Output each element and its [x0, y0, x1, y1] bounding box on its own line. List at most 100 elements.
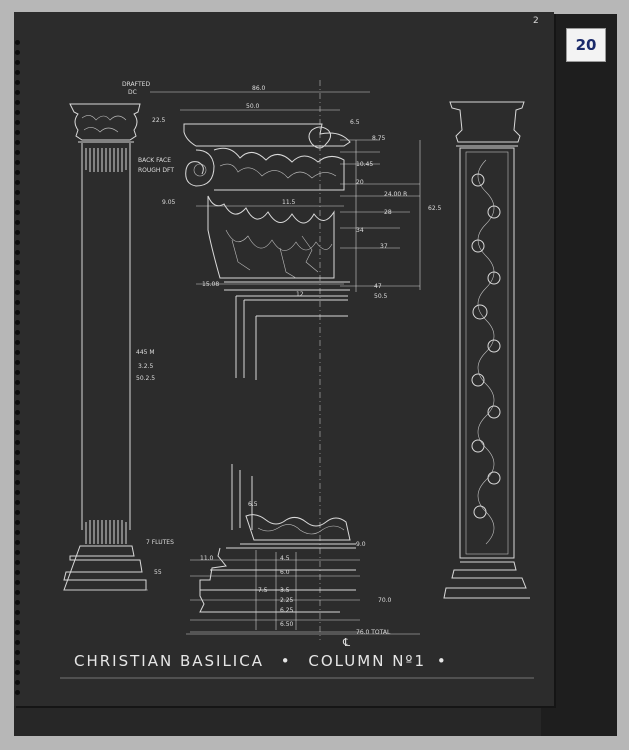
- left-capital: [69, 103, 141, 141]
- binder-hole: [15, 350, 20, 355]
- dim-overall-width: 86.0: [252, 85, 266, 92]
- right-capital: [449, 101, 525, 143]
- binder-hole: [15, 180, 20, 185]
- binder-hole: [15, 480, 20, 485]
- binder-hole: [15, 570, 20, 575]
- note-height-sub1: 3.2.5: [138, 363, 153, 370]
- binder-hole: [15, 400, 20, 405]
- left-capital-leaves: [81, 115, 127, 133]
- dim-k: 12: [296, 291, 304, 298]
- binder-hole: [15, 290, 20, 295]
- binder-hole: [15, 640, 20, 645]
- base-dim-i: 6.25: [280, 607, 294, 614]
- base-dim-f: 7.5: [258, 587, 268, 594]
- dim-volute: 6.5: [350, 119, 360, 126]
- binder-hole: [15, 150, 20, 155]
- binder-holes: [14, 40, 22, 700]
- binder-hole: [15, 200, 20, 205]
- binder-hole: [15, 560, 20, 565]
- binder-hole: [15, 390, 20, 395]
- base-dim-b: 11.0: [200, 555, 214, 562]
- capital-acanthus-upper: [213, 147, 345, 191]
- binder-hole: [15, 550, 20, 555]
- centerline-symbol: ℄: [342, 636, 350, 649]
- capital-section: [235, 295, 348, 380]
- right-column-elevation: [443, 101, 530, 599]
- dim-a: 8.75: [372, 135, 386, 142]
- binder-hole: [15, 530, 20, 535]
- binder-hole: [15, 70, 20, 75]
- base-dim-c: 4.5: [280, 555, 290, 562]
- binder-hole: [15, 430, 20, 435]
- binder-hole: [15, 260, 20, 265]
- binder-hole: [15, 370, 20, 375]
- binder-hole: [15, 500, 20, 505]
- left-base: [63, 545, 147, 591]
- binder-hole: [15, 360, 20, 365]
- binder-hole: [15, 470, 20, 475]
- binder-hole: [15, 680, 20, 685]
- dim-f: 34: [356, 227, 364, 234]
- binder-hole: [15, 60, 20, 65]
- binder-hole: [15, 590, 20, 595]
- dim-abacus: 22.5: [152, 117, 166, 124]
- binder-hole: [15, 510, 20, 515]
- binder-hole: [15, 190, 20, 195]
- dim-m: 50.5: [374, 293, 388, 300]
- dim-d: 24.00 R: [384, 191, 407, 198]
- base-dim-g: 3.5: [280, 587, 290, 594]
- capital-abacus: [183, 123, 351, 147]
- dim-b: 10.45: [356, 161, 373, 168]
- binder-hole: [15, 90, 20, 95]
- binder-hole: [15, 210, 20, 215]
- binder-hole: [15, 440, 20, 445]
- binder-hole: [15, 40, 20, 45]
- base-torus-upper: [245, 514, 351, 541]
- base-dim-j: 6.50: [280, 621, 294, 628]
- title-end-mark: •: [436, 652, 448, 670]
- binder-hole: [15, 50, 20, 55]
- binder-hole: [15, 280, 20, 285]
- binder-hole: [15, 520, 20, 525]
- binder-hole: [15, 600, 20, 605]
- left-column-elevation: [63, 103, 148, 591]
- center-base-detail: [186, 464, 420, 635]
- binder-hole: [15, 230, 20, 235]
- note-height-main: 445 M: [136, 349, 155, 356]
- sheet-number: 2: [533, 16, 539, 26]
- binder-hole: [15, 450, 20, 455]
- base-dim-k: 70.0: [378, 597, 392, 604]
- binder-hole: [15, 320, 20, 325]
- binder-hole: [15, 630, 20, 635]
- binder-hole: [15, 250, 20, 255]
- dim-i: 11.5: [282, 199, 296, 206]
- note-height-sub2: 50.2.5: [136, 375, 155, 382]
- note-drafted-sub: DC: [128, 89, 137, 96]
- binder-hole: [15, 490, 20, 495]
- capital-volute: [185, 149, 215, 187]
- binder-hole: [15, 580, 20, 585]
- binder-hole: [15, 620, 20, 625]
- binder-hole: [15, 80, 20, 85]
- title-separator: •: [280, 652, 292, 670]
- binder-hole: [15, 130, 20, 135]
- binder-hole: [15, 220, 20, 225]
- binder-hole: [15, 660, 20, 665]
- binder-hole: [15, 110, 20, 115]
- center-capital-detail: [150, 80, 421, 640]
- right-scroll-ornament: [477, 159, 495, 545]
- drawing-title: CHRISTIAN BASILICA • COLUMN Nº1 •: [74, 652, 474, 676]
- right-shaft: [459, 147, 515, 559]
- binder-hole: [15, 420, 20, 425]
- dim-j: 15.08: [202, 281, 219, 288]
- note-rough-dft: ROUGH DFT: [138, 167, 174, 174]
- binder-hole: [15, 140, 20, 145]
- binder-hole: [15, 410, 20, 415]
- capital-acanthus-lower: [207, 195, 335, 279]
- dim-g: 37: [380, 243, 388, 250]
- base-dim-d: 9.0: [356, 541, 366, 548]
- base-dim-total: 76.0 TOTAL: [356, 629, 391, 636]
- base-dim-e: 6.0: [280, 569, 290, 576]
- binder-hole: [15, 310, 20, 315]
